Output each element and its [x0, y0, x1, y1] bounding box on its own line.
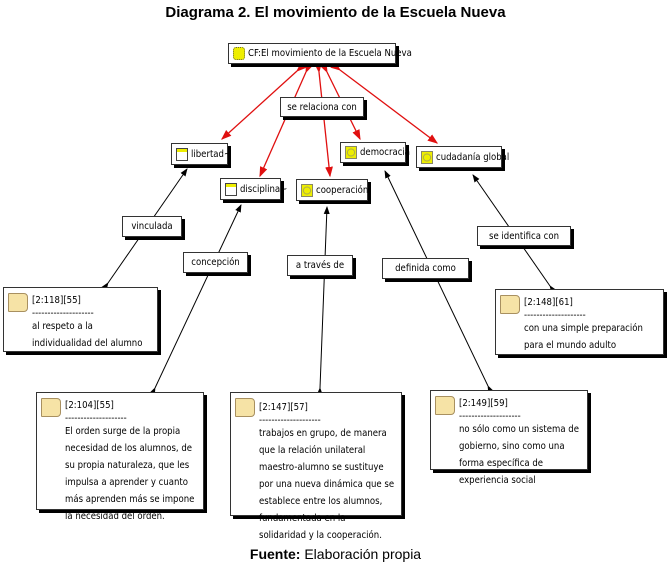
quote-2-118[interactable]: [2:118][55]--------------------al respet…	[3, 287, 158, 352]
node-cf-escuela-nueva[interactable]: CF:El movimiento de la Escuela Nueva	[228, 43, 412, 64]
relation-concepcion[interactable]: concepción	[183, 252, 248, 273]
source-caption: Fuente: Elaboración propia	[249, 546, 422, 562]
relation-se-identifica-con[interactable]: se identifica con	[477, 226, 571, 246]
code-comment-icon	[225, 182, 237, 196]
node-democracia[interactable]: democracia	[340, 142, 410, 163]
node-ciudadania-global[interactable]: cudadanía global	[416, 146, 509, 168]
code-family-icon	[233, 47, 245, 60]
node-libertad[interactable]: libertad~	[171, 143, 231, 165]
code-icon	[421, 150, 433, 164]
quotation-icon	[235, 398, 255, 417]
quote-2-104[interactable]: [2:104][55]--------------------El orden …	[36, 392, 204, 522]
quotation-icon	[435, 396, 455, 415]
relation-se-relaciona-con[interactable]: se relaciona con	[280, 97, 364, 117]
node-cooperacion[interactable]: cooperación	[296, 179, 368, 201]
link-concepcion	[149, 204, 242, 396]
quotation-icon	[500, 295, 520, 314]
quote-2-147[interactable]: [2:147][57]--------------------trabajos …	[230, 392, 402, 541]
code-icon	[345, 146, 357, 159]
node-disciplina[interactable]: disciplina~	[220, 178, 287, 200]
diagram-title: Diagrama 2. El movimiento de la Escuela …	[165, 4, 506, 21]
relation-a-traves-de[interactable]: a través de	[287, 255, 353, 276]
quotation-icon	[8, 293, 28, 312]
relation-vinculada[interactable]: vinculada	[122, 216, 182, 237]
quote-2-148[interactable]: [2:148][61]--------------------con una s…	[495, 289, 664, 355]
link-cooperacion	[314, 62, 333, 178]
code-comment-icon	[176, 147, 188, 161]
code-icon	[301, 183, 313, 197]
quotation-icon	[41, 398, 61, 417]
relation-definida-como[interactable]: definida como	[382, 258, 469, 279]
link-ciudadania	[330, 61, 439, 144]
link-disciplina	[259, 62, 314, 178]
quote-2-149[interactable]: [2:149][59]--------------------no sólo c…	[430, 390, 588, 486]
link-a-traves	[316, 206, 330, 396]
